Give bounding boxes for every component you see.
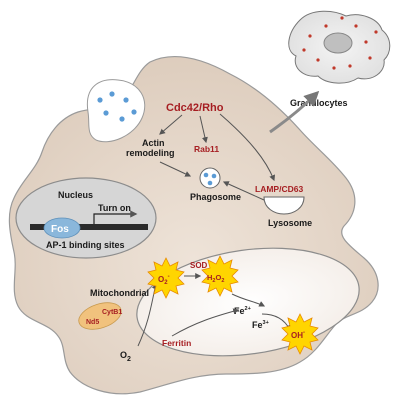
lysosome — [263, 196, 305, 215]
granule — [302, 48, 306, 52]
nd5-label: Nd5 — [86, 319, 99, 326]
o2-label: O2 — [120, 350, 131, 363]
arrow-lysosome-to-phagosome — [222, 181, 265, 201]
turn-on-label: Turn on — [98, 203, 131, 213]
lysosome-label: Lysosome — [268, 218, 312, 228]
hydroxyl-star — [281, 313, 319, 355]
granule — [364, 40, 368, 44]
granule — [316, 58, 320, 62]
arrow-to-lamp — [219, 113, 276, 182]
cytb1-label: CytB1 — [102, 309, 122, 316]
cdc42-rho-label: Cdc42/Rho — [166, 102, 224, 114]
granulocyte-arrow — [269, 90, 320, 134]
vesicle-dot — [97, 97, 103, 103]
granulocyte-nucleus — [323, 32, 353, 54]
arrow-ferritin — [171, 308, 240, 337]
phagosome-vesicle — [203, 172, 209, 178]
granule — [374, 30, 378, 34]
granule — [368, 56, 372, 60]
granule — [332, 66, 336, 70]
granule — [324, 24, 328, 28]
arrow-to-rab11 — [199, 115, 208, 144]
granule — [308, 34, 312, 38]
fe3-label: Fe3+ — [252, 320, 269, 330]
fos-label: Fos — [51, 224, 69, 235]
superoxide-label: O2- — [158, 274, 170, 286]
hydroxyl-label: OH- — [291, 330, 305, 340]
dna-strand — [30, 224, 148, 230]
remodeling-label: remodeling — [126, 148, 175, 158]
cytb1-nd5-complex — [78, 302, 122, 330]
vesicle-dot — [119, 116, 125, 122]
granulocytes-label: Granulocytes — [290, 98, 348, 108]
vesicle-dot — [123, 97, 129, 103]
nucleus — [15, 177, 157, 259]
h2o2-star — [201, 255, 239, 297]
mitochondrial-label: Mitochondrial — [90, 288, 149, 298]
phagosome-vesicle — [211, 173, 217, 179]
phagosome-vesicle — [207, 180, 213, 186]
ferritin-label: Ferritin — [162, 338, 191, 348]
arrow-actin-to-phagosome — [159, 161, 192, 177]
arrow-to-actin — [159, 114, 183, 135]
h2o2-label: H2O2 — [207, 273, 224, 284]
fe2-label: Fe2+ — [234, 306, 251, 316]
arrow-h2o2-to-fe — [231, 293, 266, 307]
rab11-label: Rab11 — [194, 144, 219, 154]
granule — [348, 64, 352, 68]
superoxide-star — [147, 257, 185, 299]
vesicle-dot — [109, 91, 115, 97]
vesicle-dot — [131, 109, 137, 115]
lamp-cd63-label: LAMP/CD63 — [255, 184, 303, 194]
arrow-o2-to-superoxide — [137, 282, 158, 347]
granule — [340, 16, 344, 20]
endocytic-cup — [86, 79, 146, 143]
granule — [354, 24, 358, 28]
sod-label: SOD — [190, 261, 208, 270]
vesicle-dot — [103, 110, 109, 116]
phagosome-label: Phagosome — [190, 192, 241, 202]
nucleus-label: Nucleus — [58, 190, 93, 200]
actin-label: Actin — [142, 138, 165, 148]
fos-protein — [43, 217, 81, 239]
turn-on-arrow — [93, 210, 138, 224]
ap1-label: AP-1 binding sites — [46, 240, 125, 250]
